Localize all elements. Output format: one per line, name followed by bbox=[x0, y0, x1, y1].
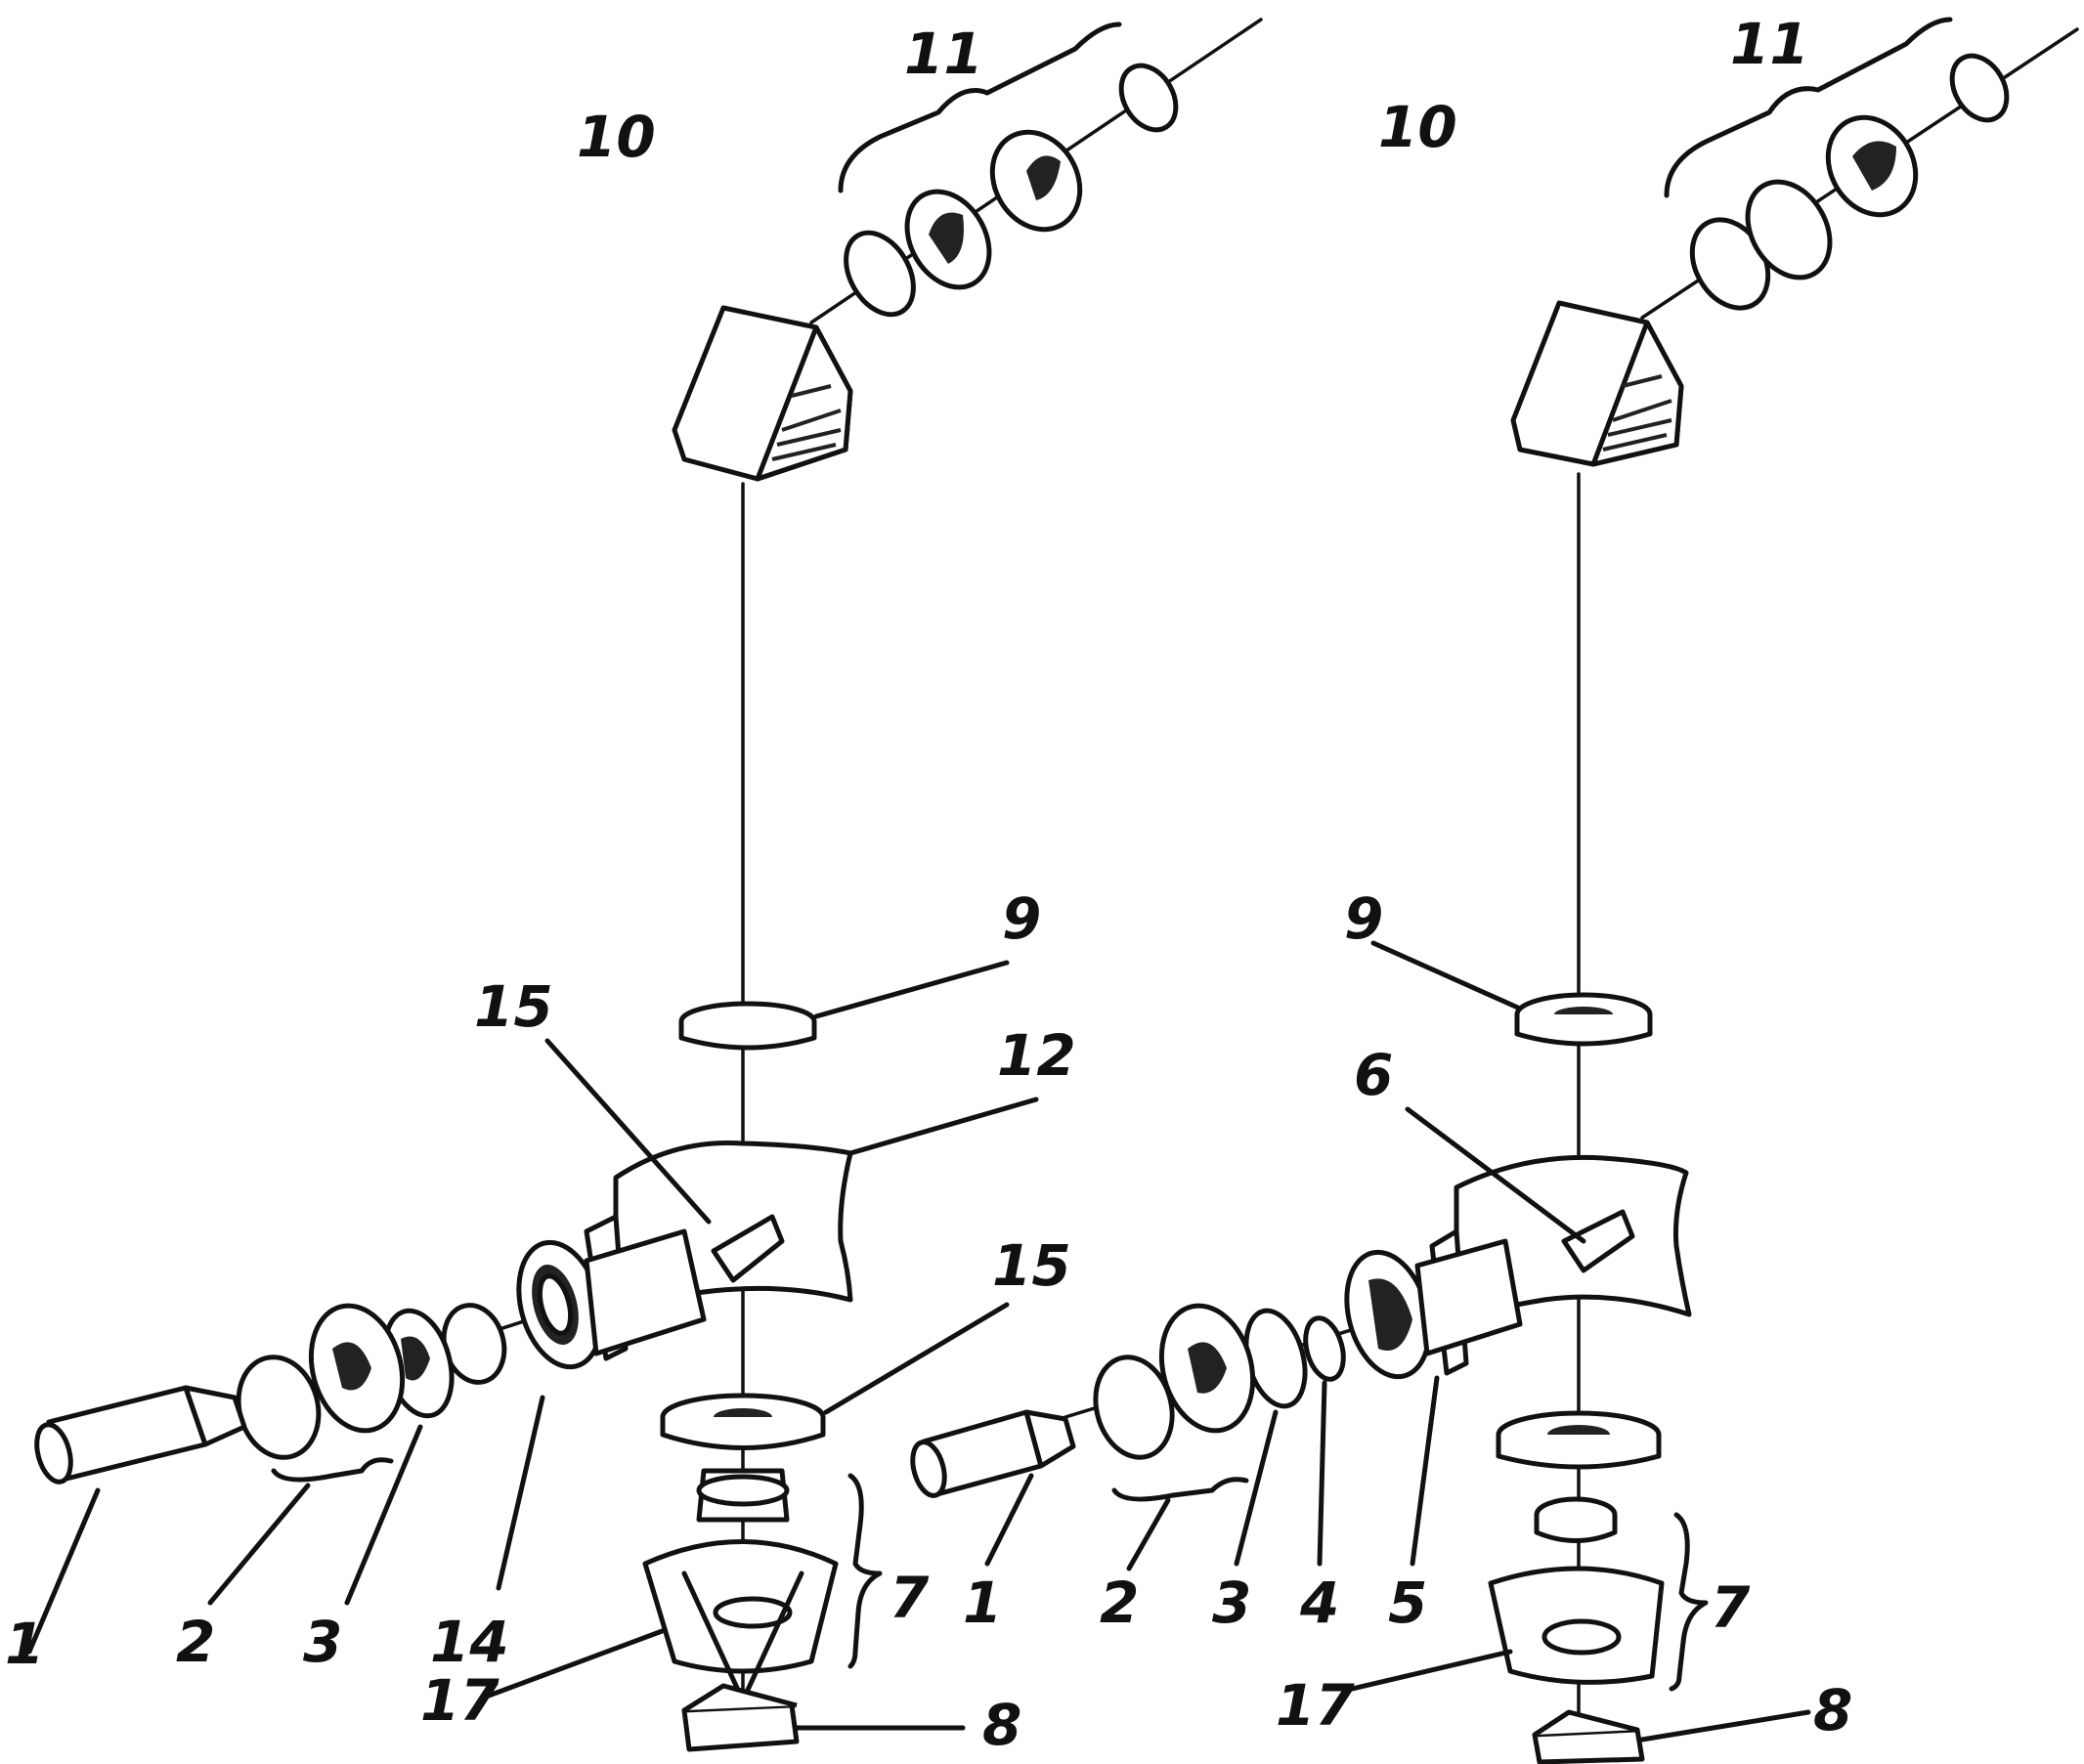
left-label-14: 14 bbox=[430, 1609, 509, 1675]
left-label-8: 8 bbox=[982, 1692, 1021, 1758]
right-prism-10 bbox=[1510, 300, 1684, 467]
right-leader-6 bbox=[1405, 1106, 1586, 1244]
left-label-15b: 15 bbox=[992, 1232, 1071, 1299]
left-bracket-7 bbox=[847, 1473, 883, 1669]
right-leader-2 bbox=[1126, 1497, 1171, 1571]
right-label-6: 6 bbox=[1354, 1042, 1393, 1108]
left-leader-2 bbox=[207, 1483, 311, 1606]
right-specimen-8 bbox=[1532, 1709, 1645, 1764]
left-leader-15a bbox=[544, 1038, 712, 1225]
right-diaphragm-5 bbox=[1344, 1238, 1523, 1380]
right-ring bbox=[1496, 1410, 1662, 1470]
right-label-17: 17 bbox=[1276, 1672, 1355, 1739]
left-label-7: 7 bbox=[890, 1565, 930, 1631]
right-label-5: 5 bbox=[1388, 1570, 1427, 1636]
left-objective-7 bbox=[642, 1468, 839, 1703]
right-leader-17 bbox=[1341, 1649, 1513, 1694]
left-bracket-2 bbox=[271, 1457, 394, 1483]
right-label-7: 7 bbox=[1711, 1574, 1751, 1641]
right-label-11: 11 bbox=[1730, 11, 1809, 77]
right-label-4: 4 bbox=[1299, 1570, 1339, 1636]
right-eyepiece-11 bbox=[1689, 53, 2010, 311]
left-prism-10 bbox=[672, 305, 853, 482]
left-leader-9 bbox=[813, 960, 1010, 1019]
left-diagram: 1 2 3 14 7 17 8 9 10 11 12 15 15 bbox=[5, 18, 1263, 1758]
left-label-9: 9 bbox=[1002, 885, 1041, 952]
left-tube-14 bbox=[516, 1228, 707, 1370]
right-leader-3 bbox=[1234, 1409, 1279, 1567]
right-label-2: 2 bbox=[1100, 1570, 1139, 1636]
left-lens-9 bbox=[678, 1001, 817, 1051]
right-label-10: 10 bbox=[1378, 94, 1457, 160]
left-leader-12 bbox=[847, 1097, 1039, 1156]
left-leader-14 bbox=[496, 1395, 545, 1591]
left-label-3: 3 bbox=[303, 1609, 342, 1675]
left-bracket-11 bbox=[838, 22, 1122, 194]
right-lamp-1 bbox=[910, 1409, 1076, 1498]
right-bracket-7 bbox=[1669, 1512, 1709, 1692]
right-leader-1 bbox=[984, 1473, 1034, 1567]
right-label-8: 8 bbox=[1813, 1677, 1852, 1743]
right-label-9: 9 bbox=[1344, 885, 1383, 952]
left-eyepiece-11 bbox=[844, 63, 1179, 318]
left-specimen-8 bbox=[681, 1683, 800, 1752]
right-lenses-2 bbox=[1093, 1303, 1256, 1460]
right-bracket-2 bbox=[1111, 1477, 1249, 1502]
left-label-11: 11 bbox=[904, 21, 983, 87]
left-lamp-1 bbox=[34, 1385, 247, 1484]
left-label-1: 1 bbox=[5, 1611, 44, 1677]
right-lens-4 bbox=[1303, 1315, 1346, 1382]
right-diagram: 1 2 3 4 5 6 7 8 9 10 11 17 bbox=[910, 11, 2079, 1764]
right-leader-9 bbox=[1370, 940, 1523, 1011]
right-lens-9 bbox=[1514, 992, 1653, 1047]
right-leader-8 bbox=[1639, 1709, 1811, 1742]
left-leader-1 bbox=[26, 1487, 101, 1655]
left-label-2: 2 bbox=[176, 1609, 215, 1675]
left-label-12: 12 bbox=[997, 1022, 1076, 1089]
left-leader-3 bbox=[344, 1424, 423, 1606]
right-label-1: 1 bbox=[963, 1570, 1002, 1636]
left-lenses-2-3 bbox=[236, 1303, 507, 1460]
right-label-3: 3 bbox=[1212, 1570, 1251, 1636]
right-objective-7 bbox=[1488, 1496, 1665, 1685]
right-bracket-11 bbox=[1664, 17, 1953, 198]
right-leader-5 bbox=[1410, 1375, 1440, 1567]
left-label-10: 10 bbox=[577, 104, 656, 170]
left-leader-15b bbox=[823, 1302, 1010, 1415]
right-mirror-6 bbox=[1561, 1209, 1635, 1273]
left-mirror-15 bbox=[711, 1214, 785, 1283]
right-leader-4 bbox=[1317, 1380, 1327, 1567]
left-label-17: 17 bbox=[420, 1667, 499, 1734]
left-label-15a: 15 bbox=[474, 973, 553, 1040]
left-ring-15 bbox=[660, 1393, 826, 1450]
left-leader-17 bbox=[486, 1627, 668, 1699]
